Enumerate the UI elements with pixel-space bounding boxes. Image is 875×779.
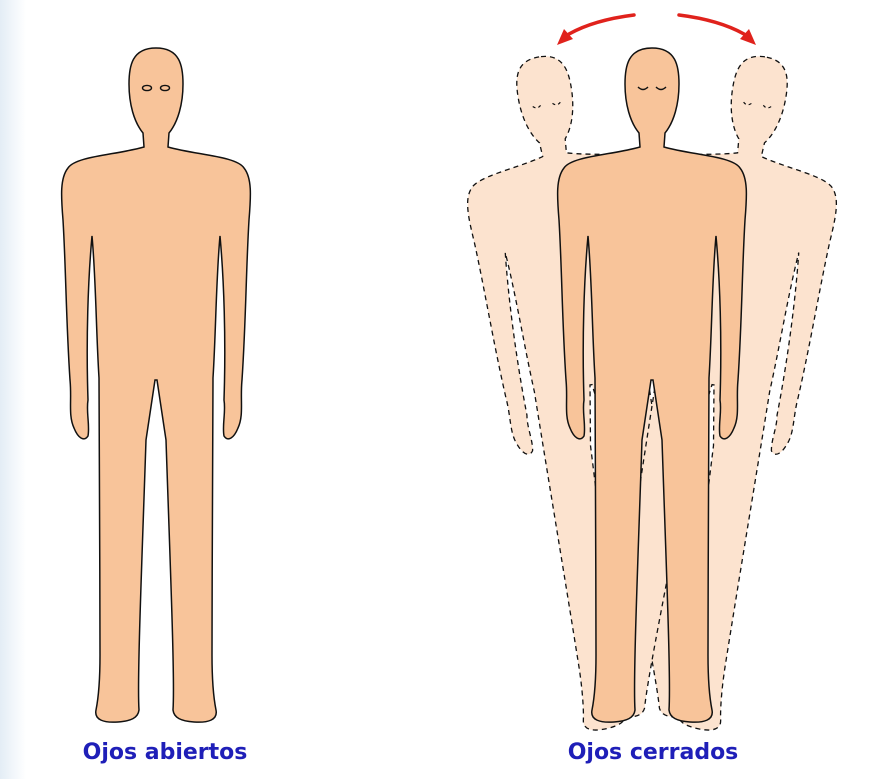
sway-arrows	[557, 15, 756, 45]
caption-eyes-closed: Ojos cerrados	[503, 740, 803, 765]
caption-eyes-open: Ojos abiertos	[15, 740, 315, 765]
figure-eyes-open	[62, 48, 251, 722]
curved-arrow-left-icon	[557, 15, 634, 45]
curved-arrow-right-icon	[679, 15, 756, 45]
